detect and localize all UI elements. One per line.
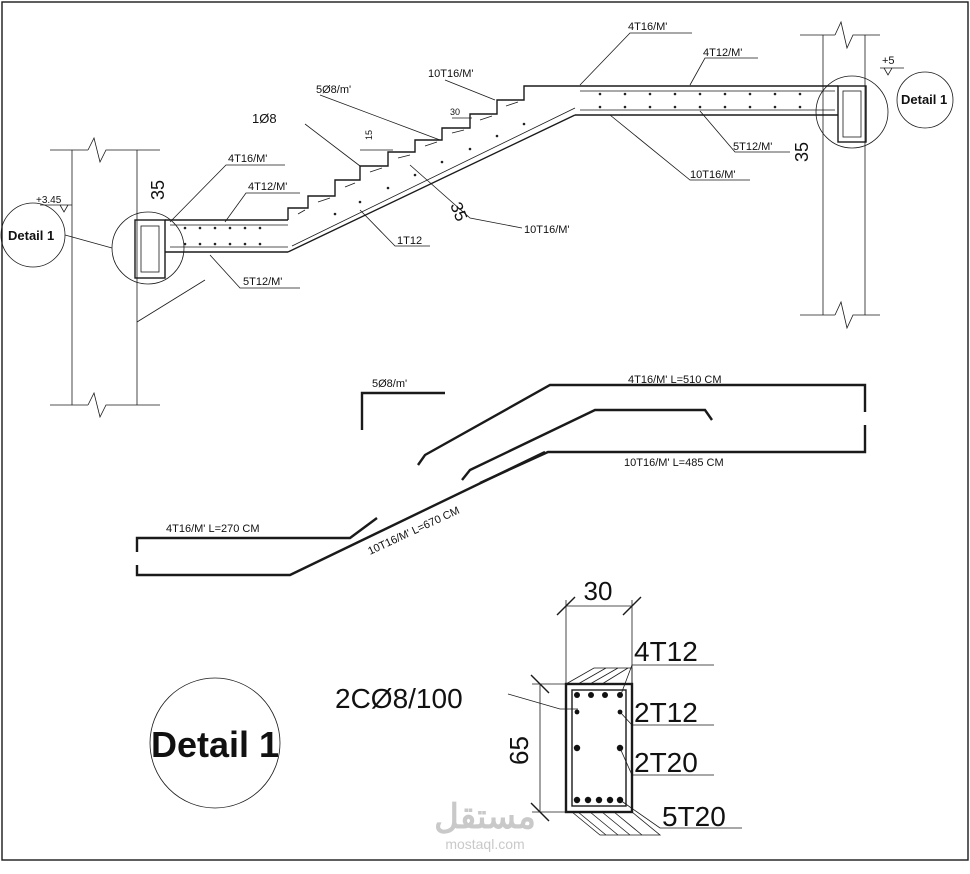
slab-bottom-label: 10T16/M' xyxy=(524,224,570,236)
right-level-label: +5 xyxy=(882,55,895,67)
watermark: مستقل mostaql.com xyxy=(434,798,536,852)
detail-1-section: Detail 1 30 65 2CØ8 xyxy=(149,576,742,836)
right-bottom-bar-label: 10T16/M' xyxy=(690,169,736,181)
step-bar-label: 1Ø8 xyxy=(252,111,277,126)
inclined-bar-shape xyxy=(135,450,546,577)
detail-title-circle xyxy=(149,677,281,809)
bottom-bar-shape xyxy=(135,517,378,552)
upper-landing xyxy=(575,75,889,149)
right-detail-label: Detail 1 xyxy=(901,92,947,107)
stirrup-shape xyxy=(360,391,445,430)
left-detail-label: Detail 1 xyxy=(8,228,54,243)
top-bar-upper-label: 4T16/M' L=510 CM xyxy=(628,374,722,386)
corner-bar-label: 1T12 xyxy=(397,235,422,247)
nosing-bars-label: 10T16/M' xyxy=(428,68,474,80)
riser-dim-label: 15 xyxy=(364,130,374,140)
side-rebar-label-1: 2T12 xyxy=(634,697,698,728)
inclined-return-shape xyxy=(479,425,867,485)
bottom-bar-label: 4T16/M' L=270 CM xyxy=(166,523,260,535)
watermark-url: mostaql.com xyxy=(445,836,524,852)
right-column xyxy=(800,20,880,330)
left-thickness-label: 35 xyxy=(148,180,168,200)
side-rebar-label-2: 2T20 xyxy=(634,747,698,778)
bottom-rebar-label: 5T20 xyxy=(662,801,726,832)
right-dist-bottom-label: 5T12/M' xyxy=(733,141,772,153)
level-markers xyxy=(40,67,904,213)
section-outline xyxy=(564,682,634,814)
top-bar-lower-label: 10T16/M' L=485 CM xyxy=(624,457,724,469)
right-thickness-label: 35 xyxy=(792,142,812,162)
stirrup-label: 2CØ8/100 xyxy=(335,683,463,714)
section-height-label: 65 xyxy=(504,736,534,765)
leader-lines xyxy=(169,32,790,289)
right-dist-top-label: 4T12/M' xyxy=(703,47,742,59)
stair-elevation: Detail 1 +3.45 35 4T16/M' 4T12/M' 5T12/M… xyxy=(0,20,954,419)
top-bar-upper-shape xyxy=(417,383,867,466)
detail-title: Detail 1 xyxy=(151,724,279,765)
watermark-brand: مستقل xyxy=(434,798,536,836)
flight-stirrup-label: 5Ø8/m' xyxy=(316,84,351,96)
top-rebar-label: 4T12 xyxy=(634,636,698,667)
slab-thickness-label: 35 xyxy=(446,199,471,224)
right-top-bar-label: 4T16/M' xyxy=(628,21,667,33)
section-stirrup xyxy=(571,689,627,807)
right-detail-bubble xyxy=(896,71,954,129)
left-top-bar-label: 4T16/M' xyxy=(228,153,267,165)
left-level-label: +3.45 xyxy=(36,195,62,206)
tread-dim-label: 30 xyxy=(450,107,460,117)
lower-landing xyxy=(111,211,288,285)
left-detail-circle xyxy=(111,211,185,285)
left-dist-bottom-label: 5T12/M' xyxy=(243,276,282,288)
section-width-label: 30 xyxy=(584,576,613,606)
stirrup-shape-label: 5Ø8/m' xyxy=(372,378,407,390)
right-detail-circle xyxy=(815,75,889,149)
section-rebar xyxy=(573,692,624,804)
top-bar-lower-shape xyxy=(461,408,713,481)
left-column xyxy=(50,136,206,419)
bar-schedule: 5Ø8/m' 4T16/M' L=510 CM 10T16/M' L=485 C… xyxy=(135,374,867,577)
left-dist-top-label: 4T12/M' xyxy=(248,181,287,193)
